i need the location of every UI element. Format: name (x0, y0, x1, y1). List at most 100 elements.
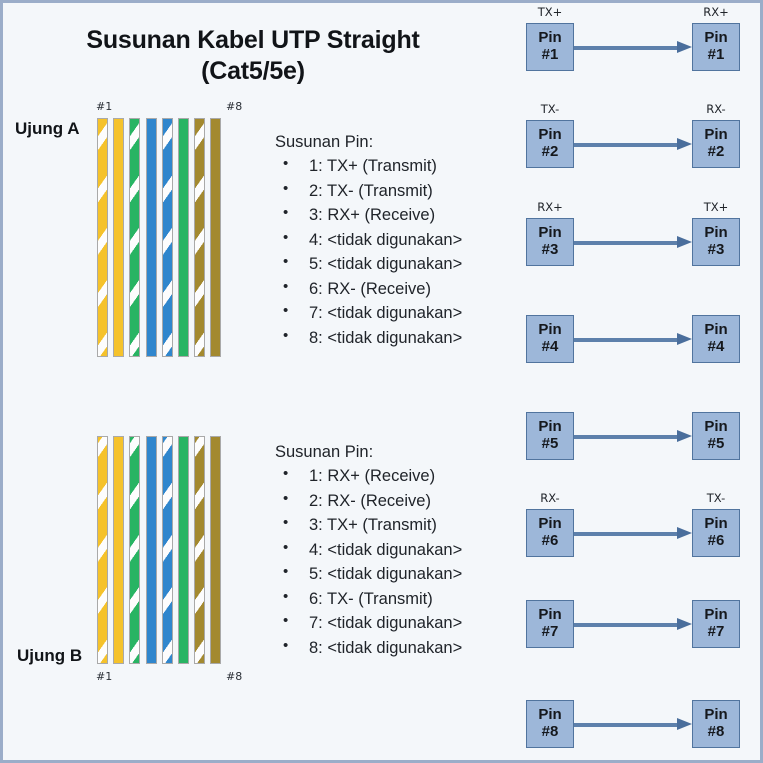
pin-box-number: #1 (541, 46, 559, 63)
pin-assignment-list-end-b: Susunan Pin: 1: RX+ (Receive)2: RX- (Rec… (275, 443, 505, 661)
arrow-head-icon (677, 717, 692, 730)
pinlist-a-items: 1: TX+ (Transmit)2: TX- (Transmit)3: RX+… (275, 153, 505, 351)
pin-box-word: Pin (538, 418, 562, 436)
pin-map-row-4: Pin#4 Pin#4 (508, 315, 760, 363)
pin-box-number: #8 (707, 723, 725, 740)
pin-assignment-list-end-a: Susunan Pin: 1: TX+ (Transmit)2: TX- (Tr… (275, 133, 505, 351)
pin-box-number: #7 (541, 623, 559, 640)
wire-stripe-pattern (162, 119, 172, 356)
pin-box-number: #4 (541, 338, 559, 355)
pin-box-word: Pin (538, 606, 562, 624)
end-a-wire-2-orange-solid (113, 118, 125, 357)
end-a-wire-5-blue-white-striped (161, 118, 173, 357)
wire-stripe-pattern (130, 119, 140, 356)
pin-box-word: Pin (704, 418, 728, 436)
pin-box-left-1[interactable]: Pin#1 (526, 23, 574, 71)
list-item: 8: <tidak digunakan> (275, 635, 505, 661)
pin-box-right-4[interactable]: Pin#4 (692, 315, 740, 363)
arrow-head-icon (677, 429, 692, 442)
pin-box-word: Pin (538, 29, 562, 47)
title-line-2: (Cat5/5e) (201, 56, 305, 85)
end-b-wire-8-brown-solid (210, 436, 222, 664)
pin-box-word: Pin (704, 706, 728, 724)
arrow-shaft (574, 532, 678, 536)
end-a-wire-7-brown-white-striped (194, 118, 206, 357)
end-a-tick-last: #8 (226, 100, 243, 113)
wire-stripe-pattern (98, 119, 107, 356)
pin-box-left-3[interactable]: Pin#3 (526, 218, 574, 266)
arrow-head-icon (677, 617, 692, 630)
pin-box-left-7[interactable]: Pin#7 (526, 600, 574, 648)
arrow-shaft (574, 338, 678, 342)
list-item: 3: TX+ (Transmit) (275, 512, 505, 538)
list-item: 7: <tidak digunakan> (275, 610, 505, 636)
pin-box-right-6[interactable]: Pin#6 (692, 509, 740, 557)
pin-box-word: Pin (704, 29, 728, 47)
end-b-wire-4-blue-solid (145, 436, 157, 664)
signal-label-left-2: TX- (540, 102, 560, 116)
arrow-shaft (574, 241, 678, 245)
arrow-shaft (574, 435, 678, 439)
list-item: 3: RX+ (Receive) (275, 202, 505, 228)
page-title: Susunan Kabel UTP Straight (Cat5/5e) (23, 25, 483, 86)
pin-box-number: #6 (707, 532, 725, 549)
arrow-head-icon (677, 332, 692, 345)
end-a-tick-first: #1 (96, 100, 113, 113)
connection-arrow-2 (574, 137, 692, 150)
end-a-wire-4-blue-solid (145, 118, 157, 357)
pin-box-right-2[interactable]: Pin#2 (692, 120, 740, 168)
pin-box-left-6[interactable]: Pin#6 (526, 509, 574, 557)
pin-box-left-5[interactable]: Pin#5 (526, 412, 574, 460)
pin-box-number: #7 (707, 623, 725, 640)
list-item: 2: TX- (Transmit) (275, 178, 505, 204)
connection-arrow-1 (574, 40, 692, 53)
pin-box-number: #2 (707, 143, 725, 160)
list-item: 1: RX+ (Receive) (275, 463, 505, 489)
wire-stripe-pattern (195, 119, 205, 356)
arrow-shaft (574, 623, 678, 627)
arrow-head-icon (677, 235, 692, 248)
connection-arrow-4 (574, 332, 692, 345)
list-item: 5: <tidak digunakan> (275, 561, 505, 587)
end-b-tick-last: #8 (226, 670, 243, 683)
pin-box-left-2[interactable]: Pin#2 (526, 120, 574, 168)
signal-label-right-6: TX- (706, 491, 726, 505)
arrow-head-icon (677, 137, 692, 150)
arrow-head-icon (677, 40, 692, 53)
pin-box-number: #8 (541, 723, 559, 740)
pin-box-number: #6 (541, 532, 559, 549)
pin-box-right-5[interactable]: Pin#5 (692, 412, 740, 460)
pin-box-right-8[interactable]: Pin#8 (692, 700, 740, 748)
pin-box-right-7[interactable]: Pin#7 (692, 600, 740, 648)
list-item: 4: <tidak digunakan> (275, 537, 505, 563)
connection-arrow-8 (574, 717, 692, 730)
pinlist-b-items: 1: RX+ (Receive)2: RX- (Receive)3: TX+ (… (275, 463, 505, 661)
pinlist-b-heading: Susunan Pin: (275, 443, 374, 461)
end-b-label: Ujung B (17, 646, 83, 665)
connection-arrow-7 (574, 617, 692, 630)
wire-stripe-pattern (195, 437, 205, 663)
pin-box-number: #4 (707, 338, 725, 355)
pin-box-number: #5 (541, 435, 559, 452)
end-a-wire-8-brown-solid (210, 118, 222, 357)
signal-label-left-1: TX+ (537, 5, 563, 19)
pin-box-left-8[interactable]: Pin#8 (526, 700, 574, 748)
list-item: 6: RX- (Receive) (275, 276, 505, 302)
pin-box-word: Pin (704, 606, 728, 624)
connection-arrow-6 (574, 526, 692, 539)
end-b-tick-first: #1 (96, 670, 113, 683)
list-item: 8: <tidak digunakan> (275, 325, 505, 351)
signal-label-left-6: RX- (540, 491, 560, 505)
pin-box-right-1[interactable]: Pin#1 (692, 23, 740, 71)
pin-box-word: Pin (538, 515, 562, 533)
pin-box-number: #1 (707, 46, 725, 63)
pin-box-right-3[interactable]: Pin#3 (692, 218, 740, 266)
end-b-wire-2-orange-solid (113, 436, 125, 664)
signal-label-right-3: TX+ (703, 200, 729, 214)
pin-box-left-4[interactable]: Pin#4 (526, 315, 574, 363)
